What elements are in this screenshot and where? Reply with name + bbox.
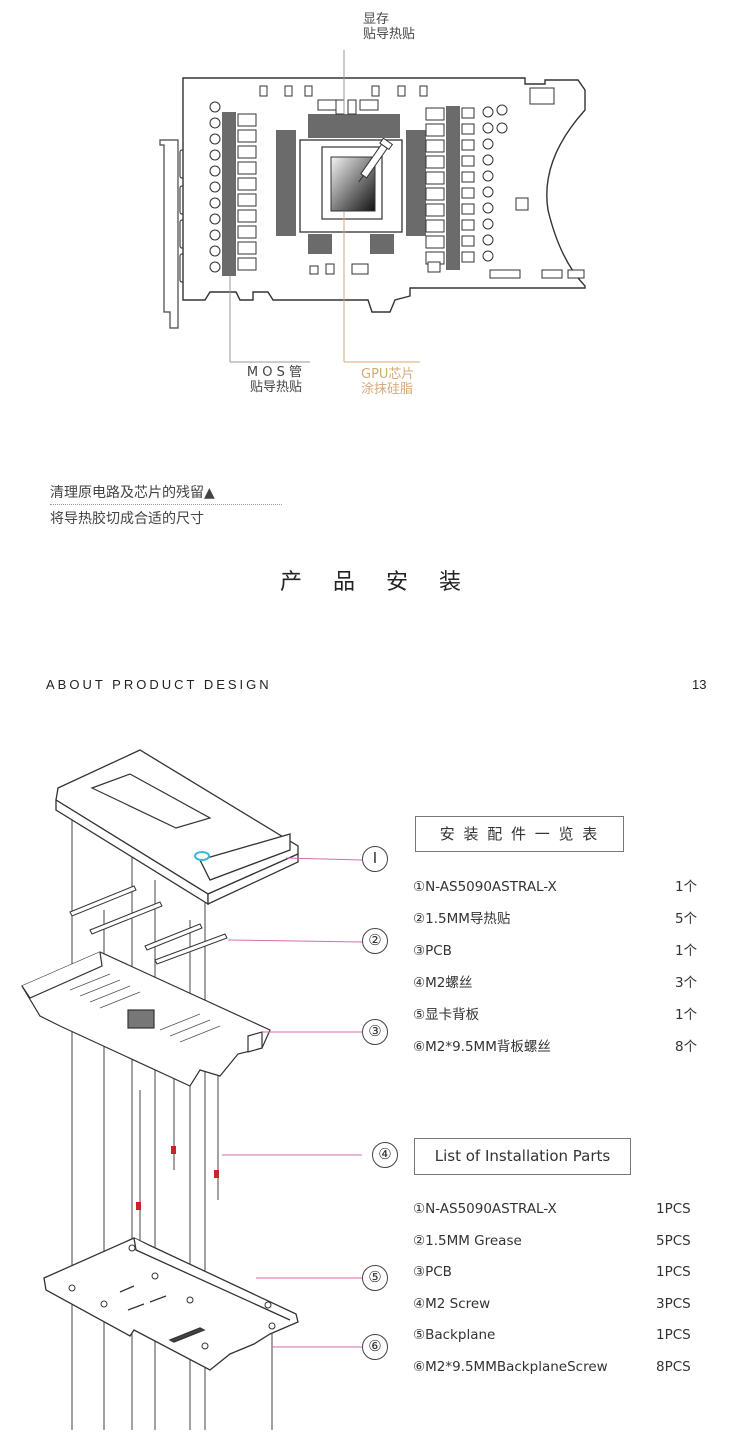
label-vram-line1: 显存 [363,12,390,27]
note-line2: 将导热胶切成合适的尺寸 [50,511,204,527]
parts-en-item: ⑤Backplane 1PCS [413,1325,713,1345]
section-title: 产 品 安 装 [280,570,473,595]
parts-cn-item: ⑤显卡背板 1个 [413,1005,703,1025]
part-name: ③PCB [413,1264,452,1280]
part-name: ①N-AS5090ASTRAL-X [413,1201,557,1217]
parts-en-item: ②1.5MM Grease 5PCS [413,1231,713,1251]
parts-cn-title: 安 装 配 件 一 览 表 [415,816,624,852]
label-gpu-line1: GPU芯片 [361,367,415,382]
pcb-board [21,951,271,1087]
parts-cn-list: ①N-AS5090ASTRAL-X 1个 ②1.5MM导热贴 5个 ③PCB 1个 ④… [413,877,703,1069]
callout-4: ④ [372,1142,398,1168]
part-qty: 5PCS [656,1232,691,1249]
waterblock [55,749,299,906]
parts-cn-item: ②1.5MM导热贴 5个 [413,909,703,929]
part-qty: 8个 [675,1039,698,1055]
part-name: ③PCB [413,943,452,959]
callout-2: ② [362,928,388,954]
m2-screws [136,1146,219,1210]
thermal-pads [69,885,228,965]
callout-1: Ⅰ [362,846,388,872]
label-gpu: GPU芯片 涂抹硅脂 [361,367,414,397]
part-qty: 1个 [675,1007,698,1023]
callout-3: ③ [362,1019,388,1045]
part-name: ②1.5MM Grease [413,1232,522,1249]
part-name: ⑥M2*9.5MMBackplaneScrew [413,1358,608,1375]
label-mos-line2: 贴导热贴 [249,380,302,395]
parts-cn-item: ①N-AS5090ASTRAL-X 1个 [413,877,703,897]
part-qty: 1PCS [656,1201,691,1217]
part-name: ④M2 Screw [413,1295,491,1312]
parts-en-item: ③PCB 1PCS [413,1262,713,1282]
part-qty: 3PCS [656,1295,691,1312]
parts-en-item: ①N-AS5090ASTRAL-X 1PCS [413,1199,713,1219]
part-name: ②1.5MM导热贴 [413,911,511,927]
parts-en-item: ⑥M2*9.5MMBackplaneScrew 8PCS [413,1357,713,1377]
part-name: ⑥M2*9.5MM背板螺丝 [413,1039,551,1055]
page-number: 13 [692,677,707,692]
part-name: ①N-AS5090ASTRAL-X [413,879,557,895]
part-qty: 3个 [675,975,698,991]
backplane [43,1237,299,1371]
part-qty: 8PCS [656,1358,691,1375]
parts-en-item: ④M2 Screw 3PCS [413,1294,713,1314]
parts-cn-item: ④M2螺丝 3个 [413,973,703,993]
exploded-diagram [21,749,363,1430]
part-qty: 5个 [675,911,698,927]
part-name: ④M2螺丝 [413,975,473,991]
fitting-ring [194,851,210,861]
pcb-top-diagram [159,50,586,363]
parts-en-title: List of Installation Parts [414,1138,631,1175]
part-qty: 1PCS [656,1264,691,1280]
backplane-screws [68,1244,276,1350]
parts-cn-item: ③PCB 1个 [413,941,703,961]
label-mos: M O S 管 贴导热贴 [240,365,302,395]
parts-cn-item: ⑥M2*9.5MM背板螺丝 8个 [413,1037,703,1057]
label-gpu-line2: 涂抹硅脂 [361,382,414,397]
callout-6: ⑥ [362,1334,388,1360]
part-qty: 1个 [675,879,698,895]
label-mos-line1: M O S 管 [246,365,302,380]
grease-syringe [358,137,394,183]
callout-5: ⑤ [362,1265,388,1291]
about-product-design: ABOUT PRODUCT DESIGN [46,677,272,692]
part-name: ⑤显卡背板 [413,1007,480,1023]
note-divider [50,504,282,505]
part-qty: 1PCS [656,1327,691,1343]
note-line1: 清理原电路及芯片的残留▲ [50,485,215,501]
label-vram-line2: 贴导热贴 [363,27,416,42]
part-qty: 1个 [675,943,698,959]
part-name: ⑤Backplane [413,1327,496,1343]
label-vram: 显存 贴导热贴 [363,12,415,42]
